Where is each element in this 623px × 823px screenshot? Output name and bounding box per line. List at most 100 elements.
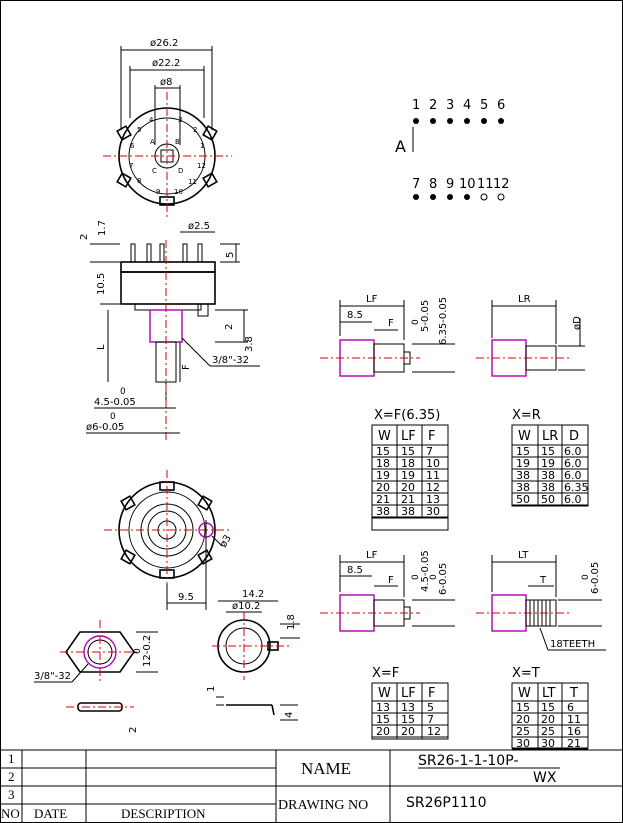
shaft-t-view: LT T 0 6-0.05 18TEETH	[476, 550, 606, 651]
drawing-no-value: SR26P1110	[406, 795, 487, 811]
table-f-h2: F	[428, 686, 435, 701]
dim-d26: ø26.2	[150, 38, 178, 49]
table_T-cell: 30	[541, 737, 555, 750]
table_T-cell: 20	[516, 713, 530, 726]
pin-3: 3	[178, 116, 182, 124]
contact-top-2: 2	[429, 98, 437, 113]
shaft-t-T: T	[539, 575, 547, 586]
contact-top-5: 5	[480, 98, 488, 113]
table_F-cell: 15	[401, 713, 415, 726]
table_F635-cell: 10	[426, 457, 440, 470]
pin-4: 4	[149, 116, 154, 124]
rev-row-3: 3	[8, 787, 15, 802]
dim-L: L	[96, 344, 107, 350]
pin-D: D	[178, 167, 183, 175]
table-f635-h1: LF	[401, 429, 416, 444]
shaft-f2-view: LF 8.5 F 0 4.5-0.05 0 6-0.05	[320, 550, 455, 632]
table_F635-cell: 19	[401, 469, 415, 482]
shaft-f-LF: LF	[366, 294, 378, 305]
footer-no: NO	[1, 806, 20, 821]
top-view: ø26.2 ø22.2 ø8 4 3 2 1 5 6 7 8 9 10 11 1…	[103, 38, 232, 218]
table_F635-cell: 18	[401, 457, 415, 470]
rear-view: 9.5 ø3	[104, 470, 234, 610]
table-t-h2: T	[569, 686, 578, 701]
table-r-h0: W	[518, 429, 531, 444]
table-t-h1: LT	[542, 686, 555, 701]
table_R-cell: 50	[516, 493, 530, 506]
table_R-cell: 6.0	[564, 445, 582, 458]
shaft-r-view: LR øD	[476, 294, 585, 377]
shaft-f-tol1: 5-0.05	[420, 300, 431, 332]
rev-row-1: 1	[8, 751, 15, 766]
shaft-f2-tol1-upper: 0	[411, 574, 421, 580]
table-t-h0: W	[518, 686, 531, 701]
table_R-cell: 19	[516, 457, 530, 470]
nut-thread: 3/8"-32	[34, 671, 71, 682]
table-f635-h0: W	[378, 429, 391, 444]
table-f635-h2: F	[428, 429, 435, 444]
table_F635-cell: 11	[426, 469, 440, 482]
nut-thickness: 2	[128, 727, 139, 733]
table_R-cell: 15	[516, 445, 530, 458]
table-r-title: X=R	[512, 408, 541, 423]
pin-2: 2	[193, 126, 197, 134]
contact-diagram: 1 2 3 4 5 6 A 7 8 9 10 11 12	[395, 98, 510, 201]
table_T-cell: 25	[516, 725, 530, 738]
pin-12: 12	[197, 162, 206, 170]
table_F635-cell: 12	[426, 481, 440, 494]
name-value-suffix: WX	[533, 770, 557, 786]
footer-date: DATE	[34, 806, 67, 821]
table_T-cell: 15	[541, 701, 555, 714]
contact-top-4: 4	[463, 98, 471, 113]
dim-5: 5	[225, 252, 236, 258]
table-f-h1: LF	[401, 686, 416, 701]
contact-top-6: 6	[497, 98, 505, 113]
table_T-cell: 25	[541, 725, 555, 738]
table-r-h2: D	[569, 429, 579, 444]
dim-2: 2	[79, 234, 90, 240]
table_R-cell: 19	[541, 457, 555, 470]
table_R-cell: 38	[516, 481, 530, 494]
shaft-r-D: øD	[572, 316, 583, 330]
table_R-cell: 6.35	[564, 481, 589, 494]
table_T-cell: 21	[567, 737, 581, 750]
pin-B: B	[175, 138, 180, 146]
dim-2b: 2	[224, 324, 235, 330]
contact-top-3: 3	[446, 98, 454, 113]
table_F-cell: 13	[401, 701, 415, 714]
table_F-cell: 20	[401, 725, 415, 738]
shaft-f2-tol2: 6-0.05	[438, 563, 449, 595]
table_T-cell: 16	[567, 725, 581, 738]
dim-F: F	[181, 364, 192, 370]
thread-label: 3/8"-32	[212, 355, 249, 366]
shaft-f-view: LF 8.5 F 0 5-0.05 6.35-0.05	[320, 294, 455, 377]
side-view: 2 1.7 ø2.5 5 10.5 2 3.8 L F 3/8"-32 0 4.…	[79, 220, 260, 440]
nut-tol: 12-0.2	[142, 635, 153, 667]
contact-bot-8: 8	[429, 177, 437, 192]
dim-d22: ø22.2	[152, 58, 180, 69]
table_R-cell: 38	[541, 481, 555, 494]
contact-bot-9: 9	[446, 177, 454, 192]
table_F635-cell: 19	[376, 469, 390, 482]
table_R-cell: 38	[541, 469, 555, 482]
shaft-f-tol2: 6.35-0.05	[438, 297, 449, 345]
table_F-cell: 13	[376, 701, 390, 714]
shaft-t-teeth: 18TEETH	[550, 639, 595, 650]
table_F-cell: 20	[376, 725, 390, 738]
pin-11: 11	[188, 178, 197, 186]
nut-tol-upper: 0	[133, 648, 143, 654]
table_R-cell: 50	[541, 493, 555, 506]
pin-A: A	[150, 138, 155, 146]
table-r-h1: LR	[542, 429, 558, 444]
name-value: SR26-1-1-10P-__	[418, 753, 533, 769]
contact-bot-10: 10	[459, 177, 476, 192]
dim-d2-5: ø2.5	[188, 221, 210, 232]
table_F635-cell: 21	[376, 493, 390, 506]
pin-6: 6	[130, 142, 135, 150]
table_R-cell: 6.0	[564, 493, 582, 506]
shaft-f-tol1-upper: 0	[411, 319, 421, 325]
table_F635-cell: 18	[376, 457, 390, 470]
